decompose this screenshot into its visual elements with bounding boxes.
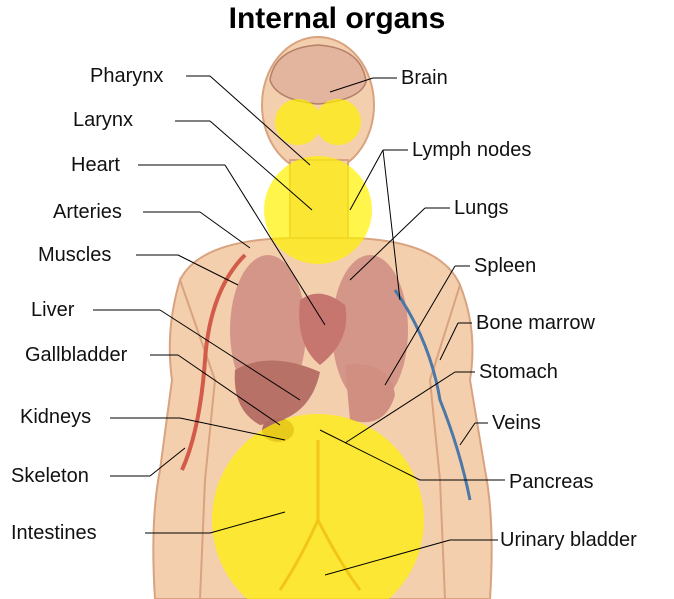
label-arteries: Arteries — [53, 201, 122, 223]
label-lymph-nodes: Lymph nodes — [412, 139, 532, 161]
highlight-brain-right — [315, 99, 361, 145]
label-muscles: Muscles — [38, 244, 112, 266]
highlight-circles — [212, 99, 424, 599]
highlight-neck — [264, 156, 372, 264]
label-larynx: Larynx — [73, 109, 134, 131]
label-stomach: Stomach — [479, 361, 558, 383]
highlight-brain-left — [275, 99, 321, 145]
highlight-pelvis — [212, 414, 424, 599]
label-liver: Liver — [31, 299, 75, 321]
label-pancreas: Pancreas — [509, 471, 594, 493]
label-pharynx: Pharynx — [90, 65, 164, 87]
label-kidneys: Kidneys — [20, 406, 92, 428]
label-gallbladder: Gallbladder — [25, 344, 128, 366]
leader-pancreas — [319, 429, 421, 481]
diagram-title: Internal organs — [228, 2, 446, 35]
label-heart: Heart — [71, 154, 120, 176]
leader-lines — [93, 75, 505, 576]
vein-right-arm — [393, 289, 472, 501]
label-veins: Veins — [492, 412, 541, 434]
heart — [299, 293, 347, 365]
leader-urinary-bladder — [324, 539, 451, 576]
label-bone-marrow: Bone marrow — [476, 312, 595, 334]
label-urinary-bladder: Urinary bladder — [500, 529, 637, 551]
label-brain: Brain — [401, 67, 448, 89]
label-spleen: Spleen — [474, 255, 537, 277]
label-skeleton: Skeleton — [11, 465, 89, 487]
stomach — [345, 364, 395, 423]
label-intestines: Intestines — [11, 522, 97, 544]
label-lungs: Lungs — [454, 197, 509, 219]
left-arm — [152, 276, 217, 599]
